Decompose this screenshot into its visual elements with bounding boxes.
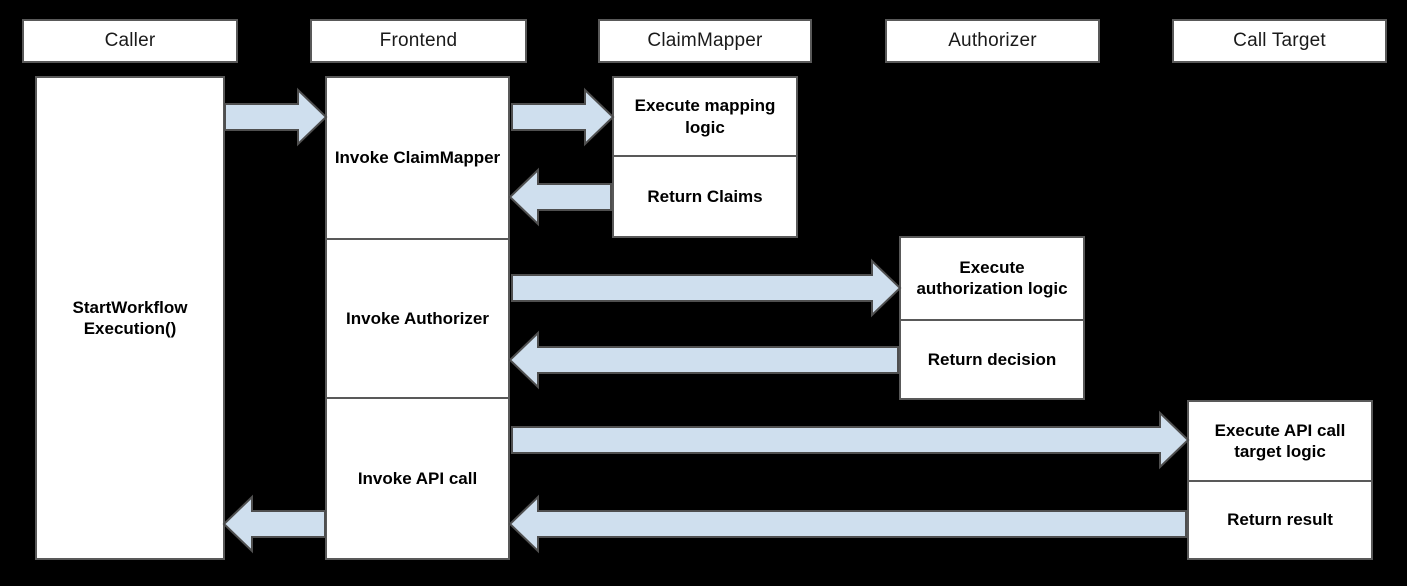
lane-header-frontend[interactable]: Frontend xyxy=(310,19,527,63)
lane-header-caller[interactable]: Caller xyxy=(22,19,238,63)
lane-header-claimmapper-label: ClaimMapper xyxy=(647,30,763,51)
activation-cell-frontend-0: Invoke ClaimMapper xyxy=(334,148,501,168)
message-arrow-claimmapper-to-frontend[interactable] xyxy=(508,167,612,227)
lane-header-authorizer-label: Authorizer xyxy=(948,30,1037,51)
activation-cell-caller-0: StartWorkflow Execution() xyxy=(72,297,188,338)
message-arrow-frontend-to-claimmapper[interactable] xyxy=(511,87,615,147)
lane-header-authorizer[interactable]: Authorizer xyxy=(885,19,1100,63)
activation-cell-authorizer-0: Execute authorization logic xyxy=(916,258,1068,299)
message-arrow-calltarget-to-frontend[interactable] xyxy=(508,494,1187,554)
message-arrow-caller-to-frontend[interactable] xyxy=(224,87,328,147)
activation-cell-claimmapper-0: Execute mapping logic xyxy=(634,96,776,137)
message-arrow-authorizer-to-frontend[interactable] xyxy=(508,330,899,390)
lane-header-calltarget[interactable]: Call Target xyxy=(1172,19,1387,63)
lane-header-claimmapper[interactable]: ClaimMapper xyxy=(598,19,812,63)
activation-cell-calltarget-0: Execute API call target logic xyxy=(1214,420,1346,461)
activation-authorizer[interactable]: Execute authorization logic Return decis… xyxy=(899,236,1085,400)
activation-caller[interactable]: StartWorkflow Execution() xyxy=(35,76,225,560)
activation-cell-calltarget-1: Return result xyxy=(1189,479,1371,558)
message-arrow-frontend-to-calltarget[interactable] xyxy=(511,410,1190,470)
activation-frontend[interactable]: Invoke ClaimMapper Invoke Authorizer Inv… xyxy=(325,76,510,560)
lane-header-caller-label: Caller xyxy=(104,30,156,51)
activation-cell-frontend-2: Invoke API call xyxy=(327,397,508,558)
activation-claimmapper[interactable]: Execute mapping logic Return Claims xyxy=(612,76,798,238)
message-arrow-frontend-to-authorizer[interactable] xyxy=(511,258,902,318)
activation-calltarget[interactable]: Execute API call target logic Return res… xyxy=(1187,400,1373,560)
activation-cell-frontend-1: Invoke Authorizer xyxy=(327,237,508,398)
activation-cell-claimmapper-1: Return Claims xyxy=(614,155,796,236)
activation-cell-authorizer-1: Return decision xyxy=(901,318,1083,398)
message-arrow-frontend-to-caller[interactable] xyxy=(222,494,326,554)
lane-header-calltarget-label: Call Target xyxy=(1233,30,1326,51)
lane-header-frontend-label: Frontend xyxy=(379,30,458,51)
